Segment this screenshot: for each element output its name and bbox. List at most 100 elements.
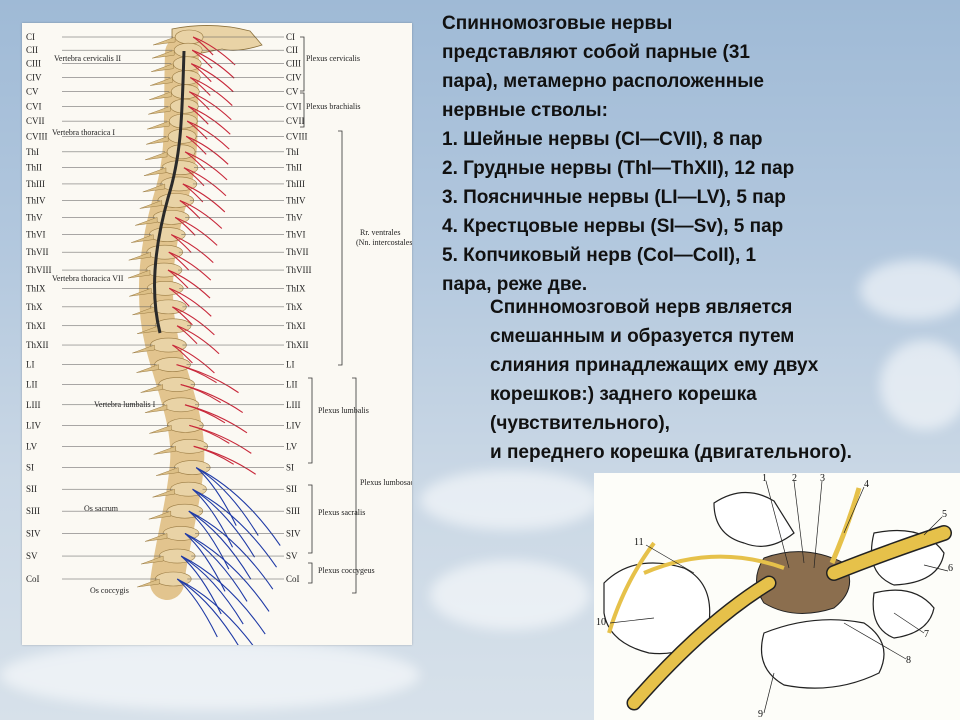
left-segment-label: ThVII xyxy=(26,247,49,257)
left-segment-label: ThIV xyxy=(26,195,46,205)
bracket-intercostal xyxy=(338,130,343,366)
spinous-process xyxy=(129,287,152,297)
right-segment-label: ThV xyxy=(286,212,303,222)
vertebra xyxy=(148,227,186,242)
nerve-branch xyxy=(174,216,218,246)
intro-line: пара, реже две. xyxy=(442,274,588,295)
nerve-branch xyxy=(176,578,218,638)
nerve-branch xyxy=(180,555,266,635)
detail-line: (чувствительного), xyxy=(490,413,670,434)
right-segment-label: CII xyxy=(286,45,298,55)
right-segment-label: CVII xyxy=(286,116,305,126)
cloud xyxy=(0,640,420,710)
spinous-process xyxy=(146,135,169,145)
right-segment-label: ThVII xyxy=(286,247,309,257)
nerve-branch xyxy=(169,287,212,317)
left-segment-label: LII xyxy=(26,380,38,390)
left-segment-label: ThVIII xyxy=(26,265,52,275)
left-segment-label: ThIX xyxy=(26,283,46,293)
vertebral-body xyxy=(760,619,885,689)
nerve-branch xyxy=(189,424,252,454)
vertebra xyxy=(145,262,183,278)
nerve-branch xyxy=(192,36,236,66)
right-segment-label: ThII xyxy=(286,163,302,173)
spinous-process xyxy=(137,578,160,588)
left-segment-label: CIV xyxy=(26,73,42,83)
spinous-process xyxy=(139,200,163,209)
nerve-branch xyxy=(180,383,244,413)
spinous-process xyxy=(153,445,176,455)
caption-plexus-lumbosacralis: Plexus lumbosacralis xyxy=(360,478,412,487)
left-segment-label: ThI xyxy=(26,147,39,157)
vertebra xyxy=(161,160,199,176)
bracket-brachial xyxy=(300,92,305,128)
right-segment-label: SII xyxy=(286,484,297,494)
nerve-branch xyxy=(180,555,244,625)
figure-number: 3 xyxy=(820,473,825,484)
left-segment-label: CoI xyxy=(26,574,40,584)
left-segment-label: LIII xyxy=(26,400,41,410)
spinous-process xyxy=(152,488,175,498)
vertebra xyxy=(171,439,208,454)
vertebra xyxy=(152,210,190,225)
spinous-process xyxy=(135,217,158,226)
meningeal-branch xyxy=(643,554,785,575)
caption-plexus-brachialis: Plexus brachialis xyxy=(306,102,360,111)
intro-line: 1. Шейные нервы (CI—CVII), 8 пар xyxy=(442,129,763,150)
left-segment-label: ThVI xyxy=(26,230,46,240)
spinous-process xyxy=(127,269,151,279)
left-segment-label: SV xyxy=(26,551,38,561)
vertebra xyxy=(150,337,187,353)
intro-line: 2. Грудные нервы (ThI—ThXII), 12 пар xyxy=(442,158,795,179)
nerve-root-illustration: 1 2 3 4 5 6 7 8 9 10 11 xyxy=(594,473,960,720)
left-segment-label: SIV xyxy=(26,528,41,538)
spinous-process xyxy=(141,555,164,565)
detail-line: Спинномозговой нерв является xyxy=(490,297,793,318)
right-segment-label: ThVIII xyxy=(286,265,312,275)
caption-os-sacrum: Os sacrum xyxy=(84,504,119,513)
right-segment-label: SV xyxy=(286,551,298,561)
spinous-process xyxy=(142,183,166,193)
articular-process xyxy=(872,589,935,639)
nerve-branch xyxy=(195,467,237,526)
caption-vertebra-lumbalis: Vertebra lumbalis I xyxy=(94,400,156,409)
caption-plexus-sacralis: Plexus sacralis xyxy=(318,508,365,517)
detail-line: и переднего корешка (двигательного). xyxy=(490,442,852,463)
intro-line: 4. Крестцовые нервы (SI—Sv), 5 пар xyxy=(442,216,784,237)
cloud xyxy=(430,560,590,630)
bracket-lumbosacral xyxy=(352,377,357,594)
leader-lines xyxy=(609,480,949,714)
caption-nn-intercostales: (Nn. intercostales) xyxy=(356,238,412,247)
spine-drawing: CICIICIIICIVCVCVICVIICVIIIThIThIIThIIITh… xyxy=(26,25,412,645)
figure-number: 10 xyxy=(596,617,606,628)
nerve-branch xyxy=(190,77,233,106)
spinous-process xyxy=(156,467,179,476)
spinous-process xyxy=(148,105,171,115)
left-segment-labels: CICIICIIICIVCVCVICVIICVIIIThIThIIThIIITh… xyxy=(26,32,52,584)
figure-number: 1 xyxy=(762,473,767,484)
nerve-root-drawing: 1 2 3 4 5 6 7 8 9 10 11 xyxy=(596,473,953,720)
nerve-branch xyxy=(184,532,248,602)
spinous-process xyxy=(136,364,159,373)
figure-number: 9 xyxy=(758,709,763,720)
nerve-branch xyxy=(177,578,254,645)
right-segment-label: CoI xyxy=(286,574,300,584)
spinal-cord xyxy=(153,50,186,334)
right-segment-label: LIV xyxy=(286,420,301,430)
spinous-process xyxy=(144,151,168,161)
intro-line: 5. Копчиковый нерв (CoI—CoII), 1 xyxy=(442,245,757,266)
left-segment-label: CVII xyxy=(26,116,45,126)
nerve-branch xyxy=(188,510,274,590)
bracket-coccygeal xyxy=(308,562,313,584)
right-segment-label: ThIV xyxy=(286,195,306,205)
nerve-branch xyxy=(184,151,228,181)
nerve-branch xyxy=(184,532,270,612)
right-segment-label: CVI xyxy=(286,101,302,111)
spinous-process xyxy=(148,510,172,520)
vertebra xyxy=(146,244,184,260)
spinous-process xyxy=(144,533,168,542)
left-segment-label: ThV xyxy=(26,212,43,222)
right-segment-labels: CICIICIIICIVCVCVICVIICVIIIThIThIIThIIITh… xyxy=(286,32,312,584)
bracket-sacral xyxy=(308,484,313,554)
left-segment-label: CIII xyxy=(26,59,41,69)
